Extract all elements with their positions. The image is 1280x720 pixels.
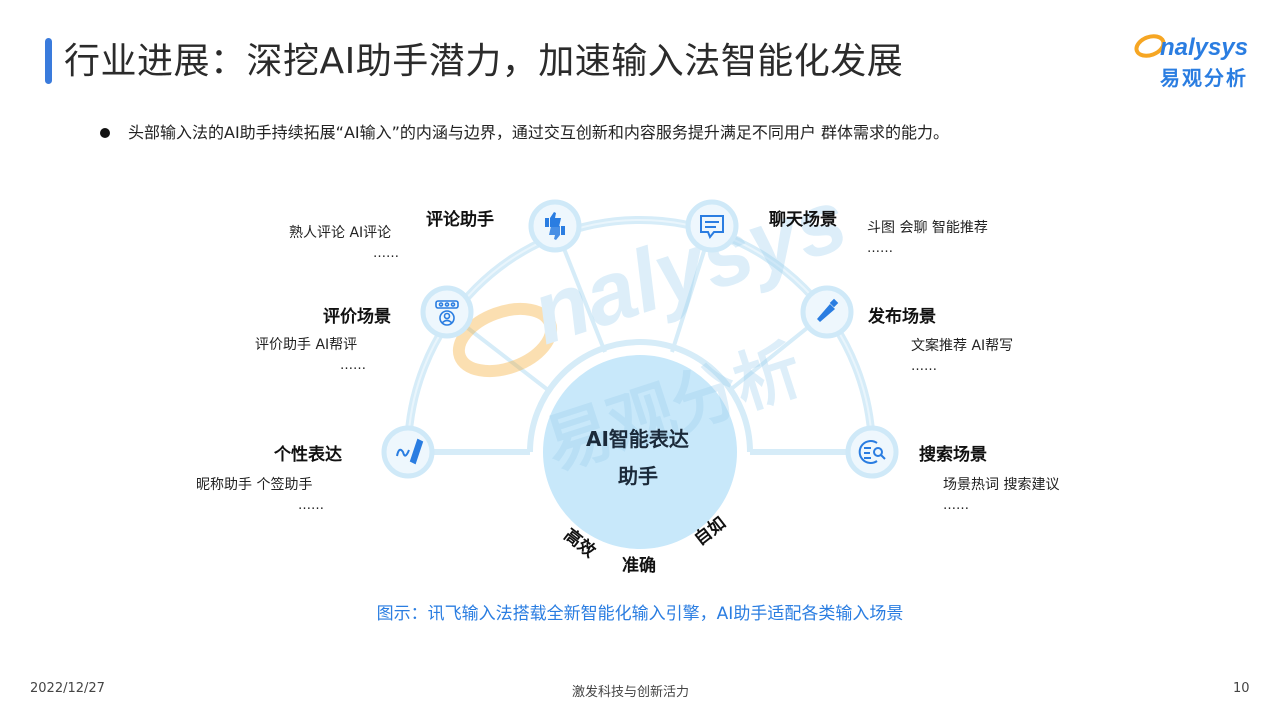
search-list-icon: [858, 440, 886, 464]
node-title-publish: 发布场景: [868, 307, 936, 327]
node-title-review: 评价场景: [323, 307, 391, 327]
bullet-dot: [100, 128, 110, 138]
node-circle-search: [845, 425, 899, 479]
node-circle-chat: [685, 199, 739, 253]
center-title-line2: 助手: [618, 464, 658, 488]
node-desc-publish: 文案推荐 AI帮写: [911, 338, 1014, 354]
node-title-search: 搜索场景: [919, 445, 987, 465]
node-more-personal: ……: [298, 498, 324, 513]
brush-icon: [817, 298, 839, 322]
pen-writing-icon: [396, 438, 424, 465]
page-title: 行业进展：深挖AI助手潜力，加速输入法智能化发展: [64, 41, 904, 82]
center-title-line1: AI智能表达: [586, 427, 689, 451]
node-more-publish: ……: [911, 359, 937, 374]
node-more-chat: ……: [867, 241, 893, 256]
node-more-comment: ……: [373, 246, 399, 261]
inner-ring: [527, 339, 753, 453]
footer-slogan: 激发科技与创新活力: [572, 685, 690, 700]
logo-wordmark: nalysys: [1160, 34, 1248, 61]
node-more-review: ……: [340, 358, 366, 373]
page-number: 10: [1233, 681, 1250, 696]
node-title-personal: 个性表达: [274, 445, 342, 465]
node-desc-personal: 昵称助手 个签助手: [196, 477, 313, 493]
logo-chinese: 易观分析: [1160, 66, 1248, 90]
feature-accurate: 准确: [622, 556, 656, 576]
node-desc-comment: 熟人评论 AI评论: [289, 225, 392, 241]
chat-bubble-icon: [700, 215, 724, 239]
node-desc-search: 场景热词 搜索建议: [943, 477, 1060, 493]
node-circle-review: [420, 285, 474, 339]
node-desc-chat: 斗图 会聊 智能推荐: [867, 220, 988, 236]
node-circle-comment: [528, 199, 582, 253]
title-accent-bar: [45, 38, 52, 84]
node-title-comment: 评论助手: [426, 210, 494, 230]
bullet-text: 头部输入法的AI助手持续拓展“AI输入”的内涵与边界，通过交互创新和内容服务提升…: [128, 123, 949, 142]
center-circle: [543, 355, 737, 549]
node-more-search: ……: [943, 498, 969, 513]
footer-date: 2022/12/27: [30, 681, 105, 696]
node-desc-review: 评价助手 AI帮评: [255, 337, 358, 353]
thumbs-up-down-icon: [545, 212, 565, 240]
node-circle-personal: [381, 425, 435, 479]
figure-caption: 图示：讯飞输入法搭载全新智能化输入引擎，AI助手适配各类输入场景: [376, 604, 904, 624]
node-title-chat: 聊天场景: [769, 210, 837, 230]
node-circle-publish: [800, 285, 854, 339]
analysys-logo: nalysys: [1134, 34, 1248, 61]
rating-stars-icon: [435, 300, 459, 326]
watermark-wordmark: nalysys: [520, 169, 858, 363]
